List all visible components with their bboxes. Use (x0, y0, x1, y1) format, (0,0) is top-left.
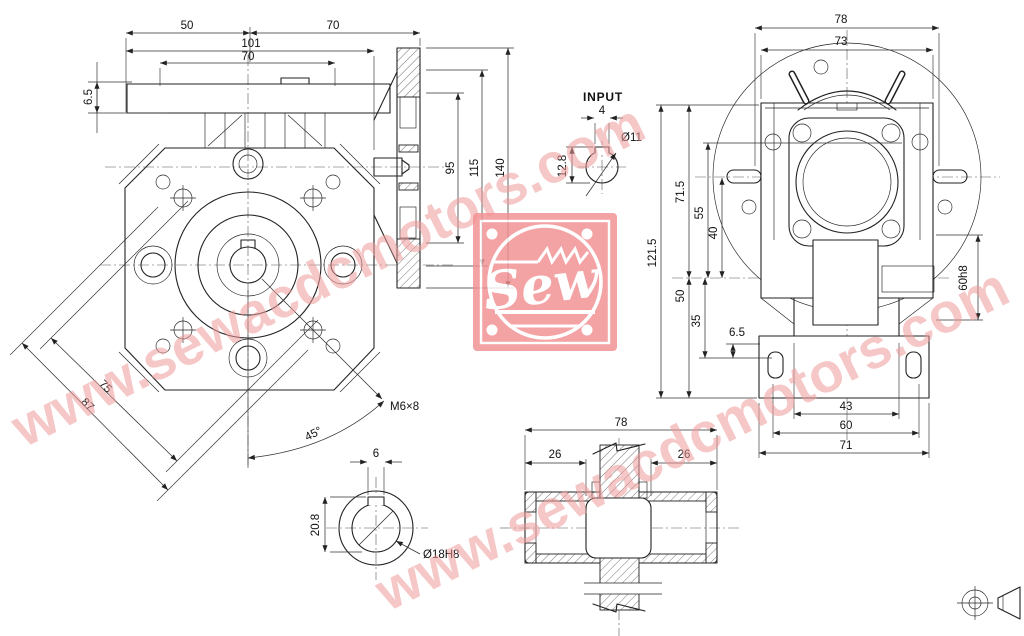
dim-78-shaft: 78 (615, 417, 628, 429)
dim-70-top: 70 (327, 20, 340, 32)
dim-35: 35 (691, 315, 703, 328)
front-view: 78 73 71.5 55 40 121.5 50 35 6.5 60h8 (647, 14, 1000, 458)
worm-housing-boss (812, 239, 879, 326)
output-keyway (240, 239, 256, 249)
label-dia18h8: Ø18H8 (423, 549, 459, 561)
motor-flange-section (373, 47, 421, 289)
cooling-fins (204, 113, 326, 148)
dim-95: 95 (445, 162, 457, 175)
dim-60: 60 (840, 420, 853, 432)
dim-71: 71 (840, 440, 853, 452)
stamp-dots (486, 228, 593, 336)
break-line-top (592, 442, 646, 455)
dim-115: 115 (469, 159, 481, 177)
flange-bolt-holes (792, 123, 901, 239)
top-block (126, 83, 391, 114)
dim-55: 55 (694, 207, 706, 220)
cone-icon (997, 586, 1021, 620)
stamp-circle (487, 224, 603, 340)
worm-shaft-socket (238, 154, 258, 174)
output-bore (229, 246, 267, 284)
dim-26-right: 26 (678, 449, 691, 461)
worm-shaft-end (232, 148, 264, 180)
foot-slot-right (905, 351, 922, 379)
dim-43: 43 (840, 401, 853, 413)
dim-20-8: 20.8 (310, 514, 322, 536)
projection-symbol-icon (957, 586, 1021, 620)
dim-12-8: 12.8 (557, 155, 569, 177)
dim-6-5-front: 6.5 (729, 327, 745, 339)
dim-101: 101 (241, 38, 260, 50)
dim-71-5: 71.5 (675, 181, 687, 203)
dim-50: 50 (181, 20, 194, 32)
stamp-zigzag (536, 245, 590, 266)
vent-pins (788, 59, 906, 105)
foot-slot-left (767, 351, 784, 379)
dim-70-inner: 70 (242, 51, 255, 63)
dim-4: 4 (599, 105, 606, 117)
dim-60h8: 60h8 (958, 265, 970, 291)
dim-6-5: 6.5 (83, 89, 95, 105)
dim-73: 73 (835, 36, 848, 48)
output-hub-edge (881, 265, 935, 293)
wheel-shaft-upper (599, 444, 640, 499)
break-line-bottom (592, 603, 646, 613)
dim-140: 140 (495, 158, 507, 177)
dim-78: 78 (835, 14, 848, 26)
label-dia11: Ø11 (621, 132, 642, 144)
hub-outer-circle (338, 490, 414, 566)
input-shaft-detail: INPUT 4 12.8 Ø11 (557, 90, 642, 197)
output-shaft-section: 78 26 26 (500, 417, 742, 636)
mounting-base (758, 335, 930, 399)
bore-keyway (367, 496, 385, 506)
stamp-brand-text: Sew (480, 248, 604, 323)
label-m6x8: M6×8 (390, 401, 419, 413)
dim-50-front: 50 (675, 290, 687, 303)
dim-121-5: 121.5 (647, 239, 659, 268)
dim-26-left: 26 (549, 449, 562, 461)
input-title: INPUT (583, 90, 623, 104)
dim-6: 6 (373, 448, 379, 460)
left-wing (726, 169, 762, 184)
stamp-square (473, 213, 617, 351)
watermark-text-2: www.sewacdcmotors.com (364, 255, 1018, 623)
input-keyway (594, 146, 610, 154)
dim-40: 40 (708, 227, 720, 240)
body-holes (741, 133, 953, 215)
wheel-hub (585, 497, 652, 559)
side-view: 50 70 101 70 6.5 95 115 140 75 87 45° (9, 20, 514, 502)
flange-recess (795, 130, 899, 234)
housing-plate (124, 147, 375, 391)
right-wing (932, 169, 968, 184)
top-boss (280, 77, 310, 85)
sew-stamp: Sew (473, 213, 617, 351)
output-bore-detail: 6 20.8 Ø18H8 (310, 448, 459, 580)
